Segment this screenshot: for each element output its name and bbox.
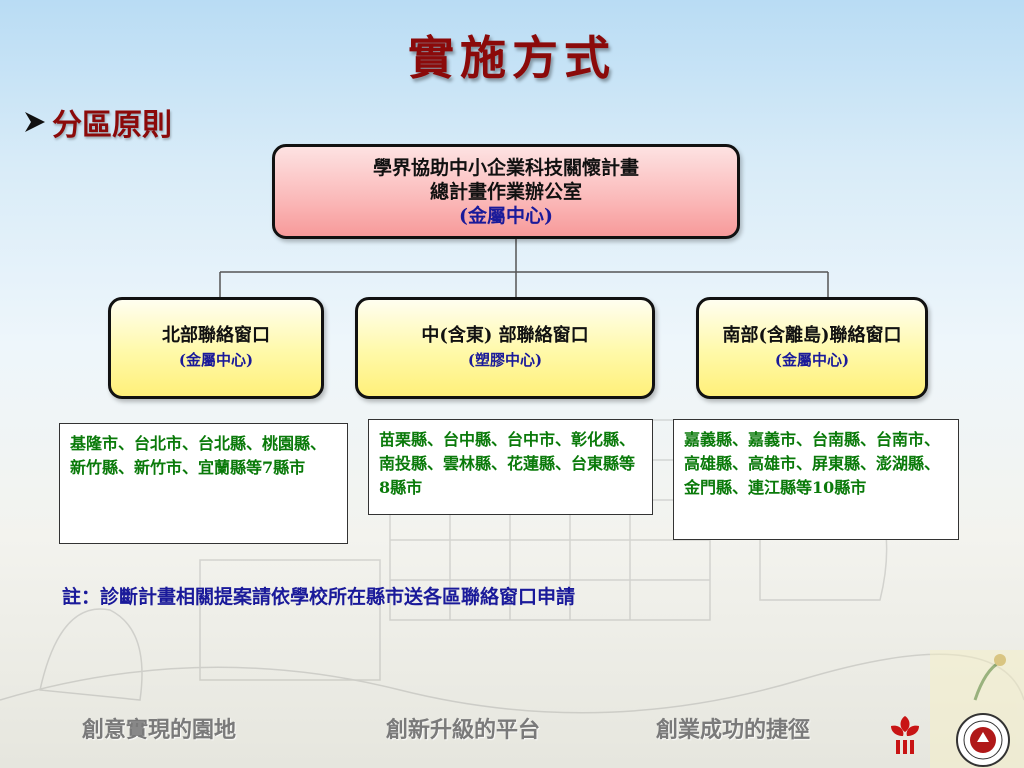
note-text: 註：診斷計畫相關提案請依學校所在縣市送各區聯絡窗口申請	[62, 586, 576, 608]
south-window-name: 南部(含離島)聯絡窗口	[722, 325, 902, 346]
south-window-center: (金屬中心)	[774, 351, 850, 369]
section-heading: 分區原則	[22, 100, 172, 144]
central-window-box: 中(含東) 部聯絡窗口 (塑膠中心)	[355, 297, 655, 399]
north-region-list: 基隆市、台北市、台北縣、桃園縣、新竹縣、新竹市、宜蘭縣等7縣市	[59, 423, 348, 544]
section-heading-label: 分區原則	[52, 108, 172, 143]
flower-logo-icon	[891, 716, 919, 754]
page-title: 實施方式	[408, 31, 616, 85]
central-window-name: 中(含東) 部聯絡窗口	[421, 325, 589, 346]
south-window-box: 南部(含離島)聯絡窗口 (金屬中心)	[696, 297, 928, 399]
central-window-center: (塑膠中心)	[467, 351, 543, 369]
head-office-line1: 學界協助中小企業科技關懷計畫	[372, 156, 639, 179]
north-window-box: 北部聯絡窗口 (金屬中心)	[108, 297, 324, 399]
central-region-list: 苗栗縣、台中縣、台中市、彰化縣、南投縣、雲林縣、花蓮縣、台東縣等8縣市	[368, 419, 653, 515]
north-window-name: 北部聯絡窗口	[162, 325, 270, 346]
north-window-center: (金屬中心)	[178, 351, 254, 369]
head-office-center: (金屬中心)	[459, 204, 553, 227]
footer-slogan-3: 創業成功的捷徑	[656, 717, 811, 743]
university-seal-icon	[956, 713, 1010, 767]
head-office-box: 學界協助中小企業科技關懷計畫 總計畫作業辦公室 (金屬中心)	[272, 144, 740, 239]
footer-slogan-1: 創意實現的園地	[82, 717, 237, 743]
footer-slogan-2: 創新升級的平台	[386, 717, 541, 743]
south-region-list: 嘉義縣、嘉義市、台南縣、台南市、高雄縣、高雄市、屏東縣、澎湖縣、金門縣、連江縣等…	[673, 419, 959, 540]
arrow-bullet-icon	[25, 112, 45, 132]
head-office-line2: 總計畫作業辦公室	[429, 180, 582, 203]
